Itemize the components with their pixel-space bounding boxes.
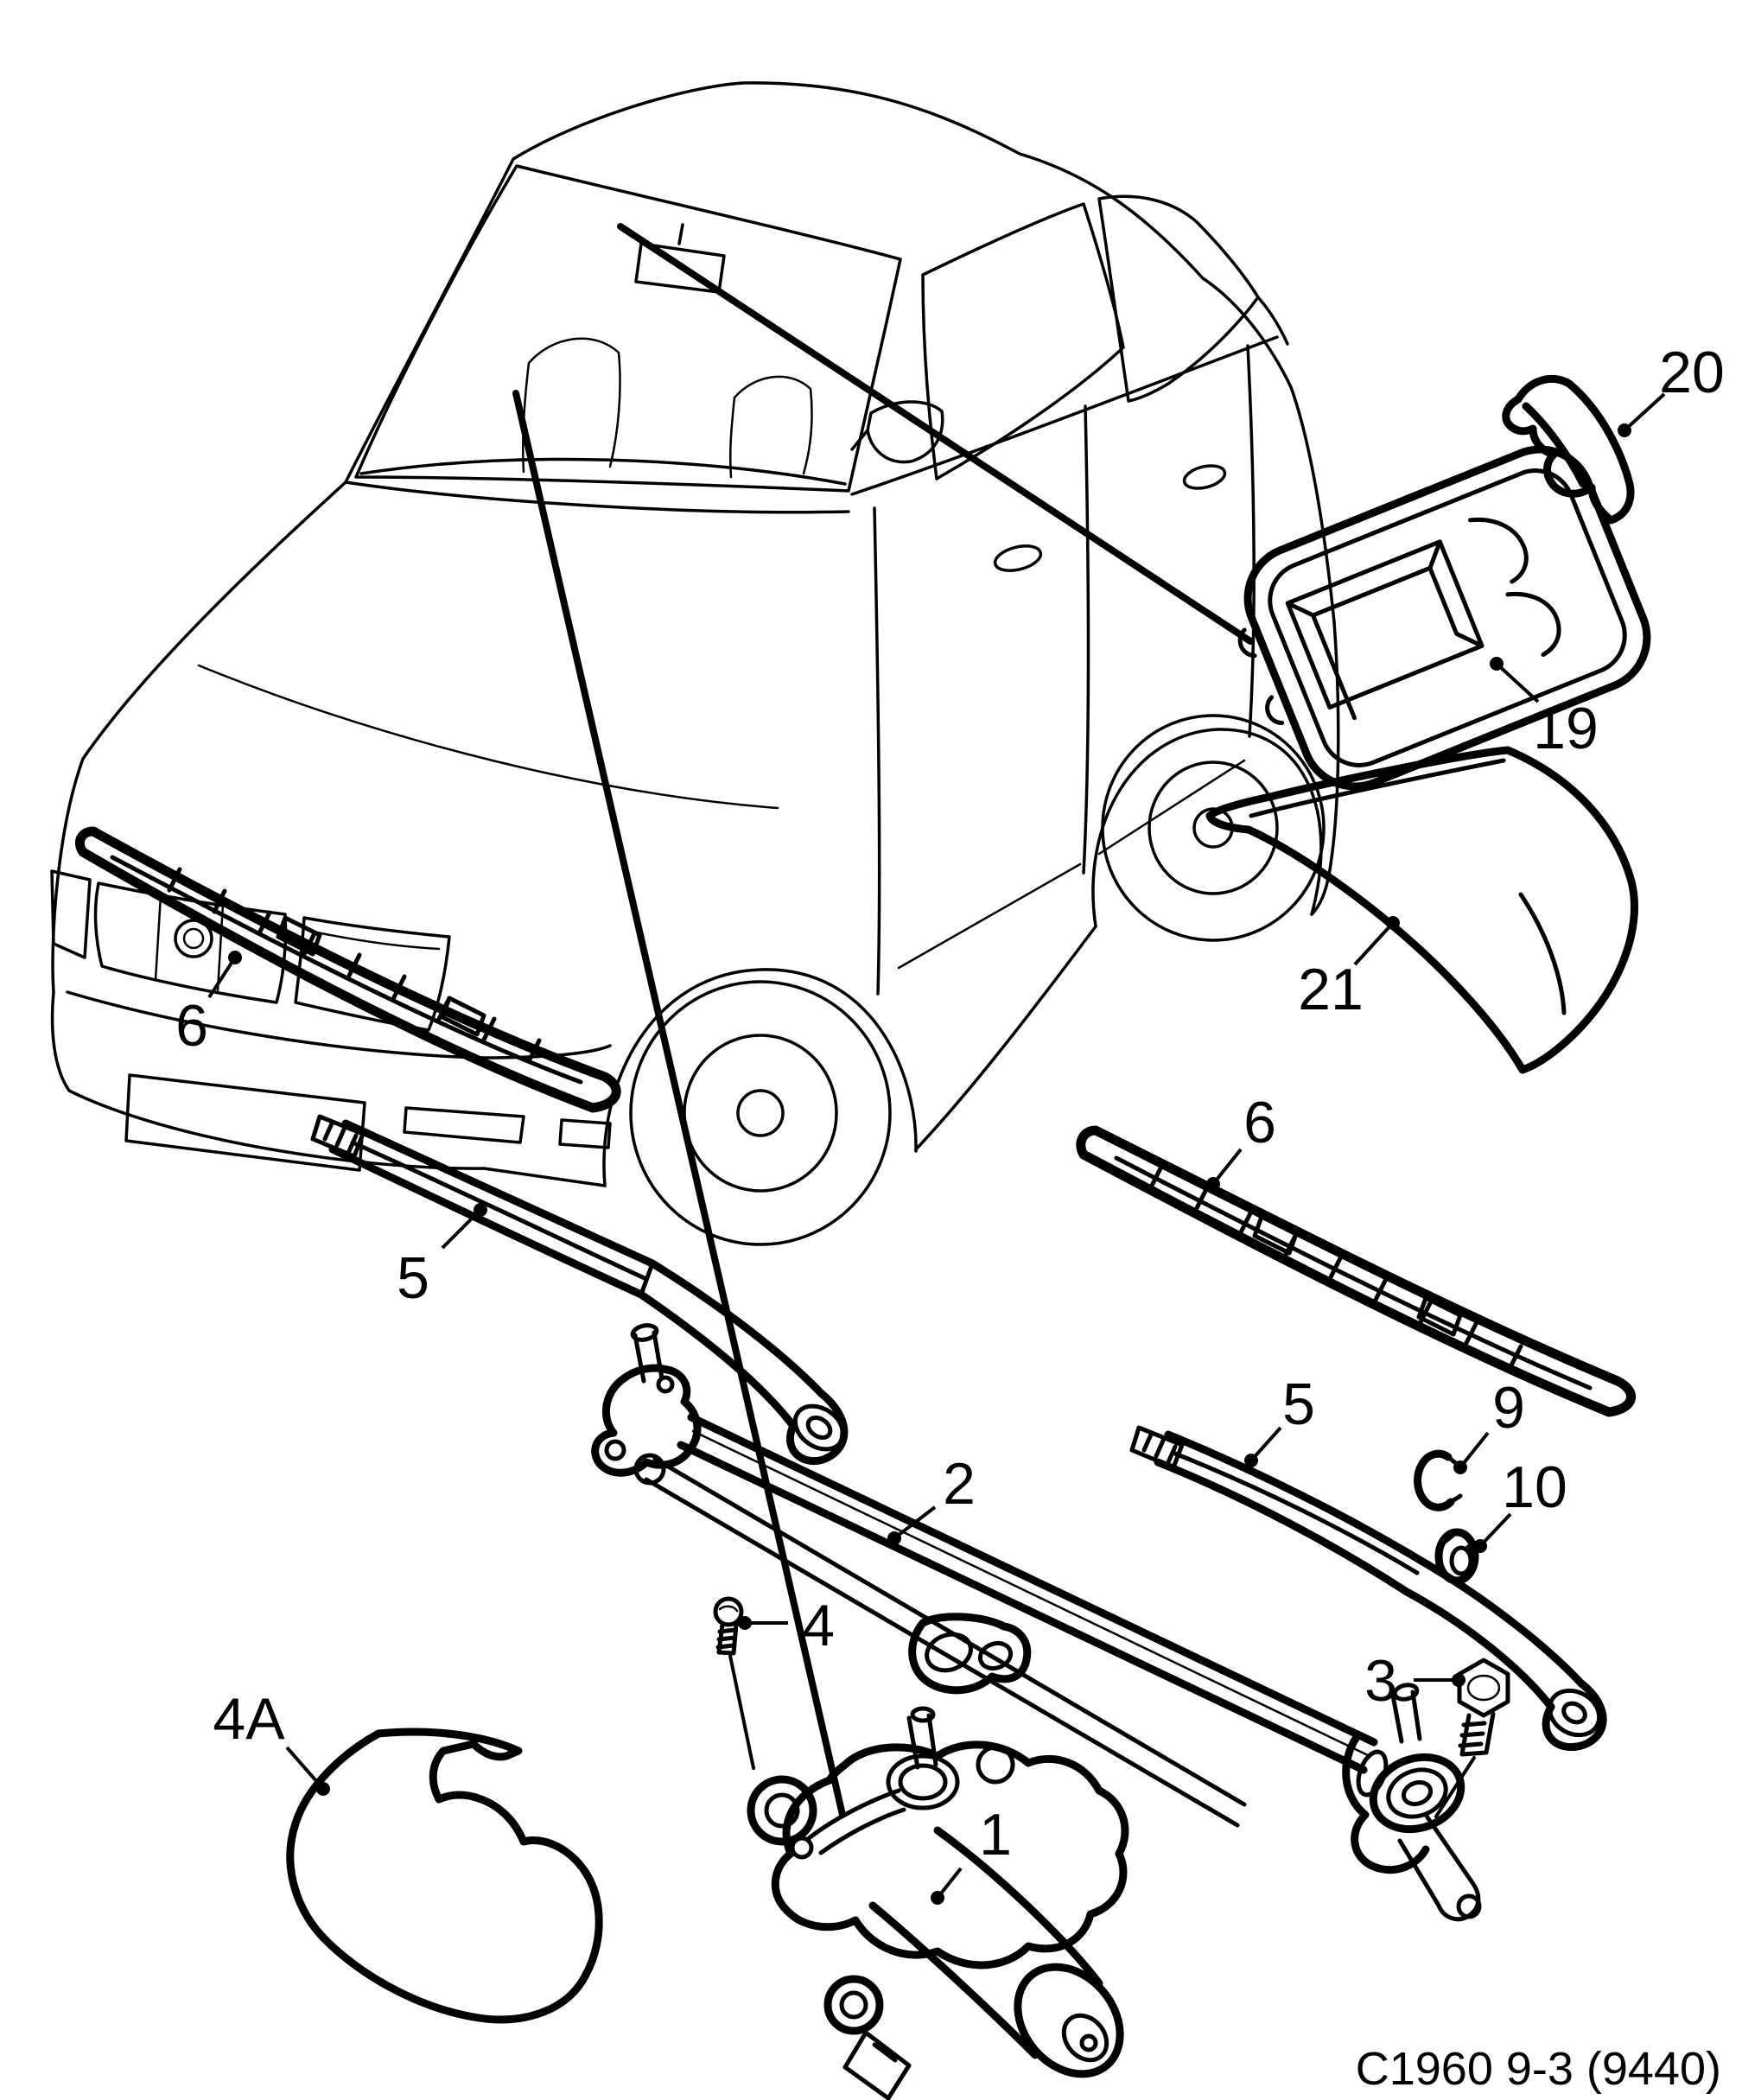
- callout-leader-5: [1249, 1426, 1282, 1462]
- lower-intakes: [403, 1106, 612, 1149]
- callout-label-4: 4: [802, 1593, 835, 1658]
- headlight-left: [50, 869, 92, 959]
- rear-door-window: [1097, 194, 1260, 403]
- callout-dot-5: [1244, 1454, 1258, 1467]
- callout-label-9: 9: [1492, 1375, 1525, 1441]
- callout-dot-6: [1206, 1177, 1220, 1191]
- callout-leader-21: [1353, 921, 1395, 966]
- windshield: [354, 164, 902, 493]
- screw-4: [713, 1596, 755, 1770]
- blade-ribs: [1148, 1164, 1523, 1370]
- callout-leader-19: [1495, 662, 1540, 703]
- seat-right: [728, 375, 813, 479]
- car-illustration: [50, 81, 1340, 1246]
- callout-dot-5: [474, 1203, 487, 1217]
- seat-left: [522, 337, 621, 474]
- callout-leader-5: [441, 1208, 482, 1250]
- callout-label-19: 19: [1533, 696, 1599, 761]
- car-body-outline: [81, 81, 1336, 760]
- callout-leader-20: [1623, 392, 1666, 432]
- callout-label-10: 10: [1502, 1454, 1567, 1520]
- screw-leader-line: [728, 1654, 755, 1770]
- cap-nut-10: [1434, 1528, 1479, 1585]
- bolt-leader-line: [1434, 1756, 1476, 1818]
- callout-dot-6: [228, 951, 242, 964]
- wiper-blade-right: [1076, 1125, 1637, 1417]
- callout-label-1: 1: [979, 1802, 1012, 1868]
- figure-caption: C1960 9-3 (9440): [1356, 2043, 1721, 2095]
- grille: [93, 881, 288, 1004]
- cover-4a: [286, 1728, 603, 2024]
- rear-wheel: [1101, 714, 1326, 942]
- front-wheel: [629, 980, 892, 1246]
- callout-dot-4A: [316, 1782, 330, 1796]
- front-door-window: [921, 202, 1125, 480]
- bumper-line: [66, 990, 612, 1060]
- wiper-linkage: [591, 1323, 1482, 1922]
- callout-leader-10: [1478, 1512, 1512, 1548]
- callout-label-6: 6: [1243, 1090, 1276, 1155]
- callout-dot-9: [1453, 1460, 1467, 1474]
- callout-dot-20: [1618, 423, 1631, 437]
- callout-dot-4: [738, 1616, 752, 1630]
- locator-lines: [512, 223, 1254, 1818]
- wiper-arm-left: [310, 1114, 849, 1466]
- hood-crease: [197, 664, 779, 810]
- callout-dot-1: [931, 1891, 944, 1905]
- callout-dot-2: [887, 1531, 901, 1545]
- wiper-motor: [747, 1706, 1129, 2100]
- callout-label-20: 20: [1659, 340, 1725, 405]
- side-mirror: [850, 400, 944, 464]
- callout-dot-19: [1490, 657, 1504, 671]
- rear-wheel-arch: [1091, 728, 1323, 928]
- callout-dot-10: [1473, 1539, 1487, 1553]
- headlight-right: [294, 916, 451, 1032]
- saab-badge: [174, 919, 213, 958]
- deflector-21: [1205, 746, 1638, 1074]
- callout-dot-21: [1386, 916, 1400, 930]
- beltline: [850, 335, 1279, 496]
- callout-leader-2: [893, 1505, 937, 1540]
- license-plate: [124, 1073, 366, 1172]
- callout-leader-4A: [285, 1746, 325, 1791]
- callout-label-6: 6: [175, 993, 208, 1059]
- callout-dot-3: [1452, 1673, 1465, 1687]
- clip-20: [1502, 374, 1635, 525]
- callout-label-5: 5: [1282, 1371, 1315, 1437]
- locator-line-upper: [617, 223, 1254, 645]
- front-door-edge: [873, 506, 881, 996]
- callout-label-2: 2: [943, 1451, 976, 1517]
- door-seam: [1082, 404, 1090, 875]
- door-handle-front: [993, 544, 1043, 572]
- front-wheel-arch: [602, 968, 918, 1187]
- wiper-blade-left: [75, 826, 621, 1113]
- callout-label-3: 3: [1364, 1648, 1397, 1714]
- callout-layer: 1 2 3 4 4A 5 5 6 6 9 10 19 20 21: [175, 340, 1725, 1905]
- circlip-9: [1414, 1449, 1463, 1511]
- callout-label-4A: 4A: [213, 1686, 285, 1752]
- door-handle-rear: [1182, 464, 1227, 490]
- locator-line-lower: [512, 390, 846, 1818]
- cowl-tray-19: [1237, 445, 1651, 791]
- callout-leader-6: [1211, 1148, 1243, 1186]
- callout-label-21: 21: [1298, 957, 1364, 1022]
- callout-leader-6: [207, 956, 237, 999]
- wiper-arm-right: [1129, 1425, 1607, 1751]
- callout-label-5: 5: [397, 1245, 429, 1311]
- callout-leader-9: [1459, 1431, 1490, 1469]
